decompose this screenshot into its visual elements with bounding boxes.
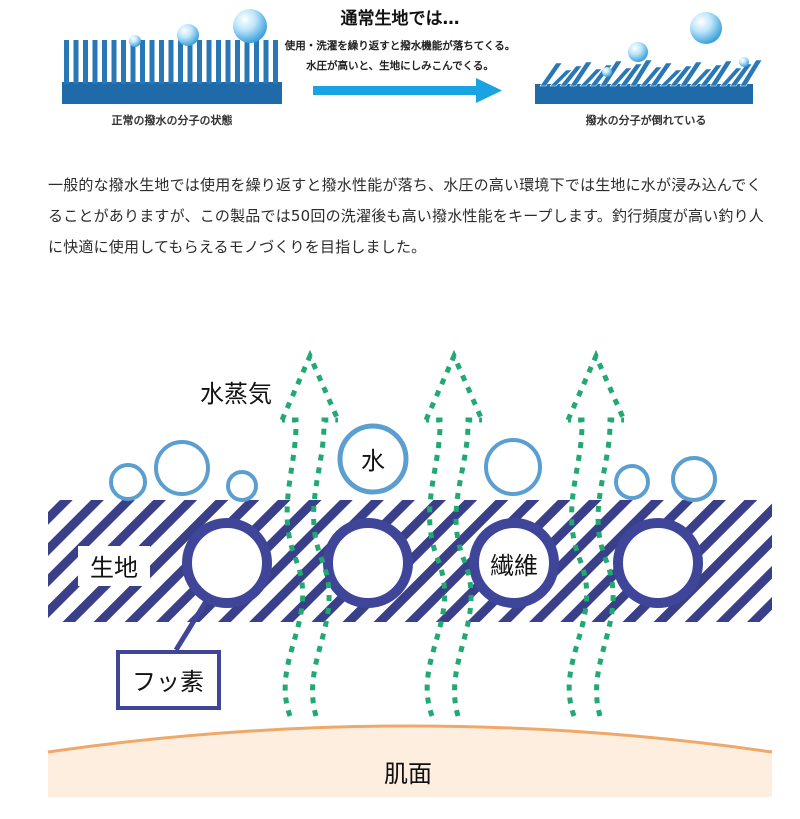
water-drop-medium — [177, 24, 199, 46]
top-line-2: 水圧が高いと、生地にしみこんでくる。 — [305, 59, 494, 72]
top-line-1: 使用・洗濯を繰り返すと撥水機能が落ちてくる。 — [284, 39, 515, 52]
fiber-bristle — [225, 40, 231, 84]
fiber-bristle — [149, 40, 155, 84]
fiber-bristle — [140, 40, 145, 84]
fluorine-label: フッ素 — [132, 668, 204, 696]
fiber-bristle — [168, 40, 174, 84]
fiber-bristle — [235, 40, 240, 84]
fallen-bristle — [659, 69, 683, 87]
fallen-bristle — [629, 59, 653, 87]
water-drop — [484, 438, 542, 496]
fiber-bristle — [263, 40, 269, 84]
water-drop — [226, 470, 258, 502]
breathable-fabric-diagram: 肌面 フッ素 繊維 生地 水 — [47, 349, 773, 797]
fiber-bristle — [273, 40, 278, 84]
water-drop — [109, 463, 147, 501]
fluorine-label-box — [116, 650, 221, 710]
fiber-bristle — [206, 40, 212, 84]
fibers — [182, 518, 703, 608]
water-drop — [154, 440, 210, 496]
water-drop-large — [690, 12, 722, 44]
fallen-bristle — [699, 64, 723, 87]
fallen-bristle — [679, 61, 703, 87]
fallen-bristle — [739, 59, 763, 87]
description-paragraph: 一般的な撥水生地では使用を繰り返すと撥水性能が落ち、水圧の高い環境下では生地に水… — [48, 176, 764, 256]
water-drop — [671, 456, 717, 502]
skin-surface — [47, 724, 773, 797]
fallen-bristle — [669, 65, 693, 87]
fiber-bristle — [64, 40, 69, 84]
fiber-bristle — [92, 40, 98, 84]
water-label: 水 — [361, 447, 385, 475]
fiber-bristle — [178, 40, 183, 84]
fallen-fibers — [535, 12, 763, 104]
fiber-circle — [613, 518, 703, 608]
right-arrow-icon — [313, 78, 502, 103]
vapor-label: 水蒸気 — [200, 380, 272, 408]
upright-fibers — [62, 9, 282, 104]
fallen-bristle — [729, 63, 753, 87]
fiber-circle — [182, 518, 272, 608]
water-drop-small — [129, 35, 141, 47]
water-drops — [109, 423, 717, 502]
fiber-bristle — [111, 40, 117, 84]
vapor-arrow — [423, 349, 485, 717]
left-caption: 正常の撥水の分子の状態 — [112, 113, 233, 127]
fiber-bristle — [197, 40, 202, 84]
right-caption: 撥水の分子が倒れている — [586, 113, 707, 127]
fiber-bristle — [159, 40, 164, 84]
water-drop-small — [739, 57, 749, 67]
vapor-arrow — [279, 349, 341, 717]
top-heading: 通常生地では… — [341, 8, 460, 29]
fallen-bristle — [549, 69, 573, 87]
water-drop-small — [602, 67, 612, 77]
fiber-bristle — [73, 40, 79, 84]
fallen-bristle — [719, 67, 743, 87]
fallen-bristle — [649, 62, 673, 87]
fallen-bristle — [619, 63, 643, 87]
fabric-label-bg — [78, 546, 150, 586]
skin-label: 肌面 — [384, 760, 432, 788]
fiber-bristle — [254, 40, 259, 84]
fiber-bristle — [121, 40, 126, 84]
fiber-bristle — [102, 40, 107, 84]
water-drop-medium — [628, 42, 648, 62]
fiber-circle — [469, 518, 559, 608]
fallen-bristle — [569, 61, 593, 87]
vapor-arrows — [279, 349, 627, 717]
water-drop-large — [233, 9, 267, 43]
fiber-label: 繊維 — [490, 552, 538, 580]
fallen-bristle — [609, 67, 633, 87]
fallen-bristle — [689, 68, 713, 87]
water-drop — [337, 423, 409, 495]
fiber-bristle — [187, 40, 193, 84]
fallen-bristle — [579, 68, 603, 87]
fluorine-connector — [173, 596, 211, 652]
fiber-bristle — [130, 40, 136, 84]
fallen-bristle — [709, 60, 733, 87]
top-illustration: 正常の撥水の分子の状態 通常生地では… 使用・洗濯を繰り返すと撥水機能が落ちてく… — [62, 8, 763, 127]
fiber-bristle — [83, 40, 88, 84]
fiber-circle — [323, 518, 413, 608]
fallen-bristle — [539, 62, 563, 87]
fabric-label: 生地 — [90, 554, 138, 582]
vapor-arrow — [565, 349, 627, 717]
fallen-bristle — [639, 66, 663, 87]
fallen-bristle — [559, 65, 583, 87]
fiber-bristle — [244, 40, 250, 84]
fiber-bristle — [216, 40, 221, 84]
water-drop — [614, 464, 650, 500]
